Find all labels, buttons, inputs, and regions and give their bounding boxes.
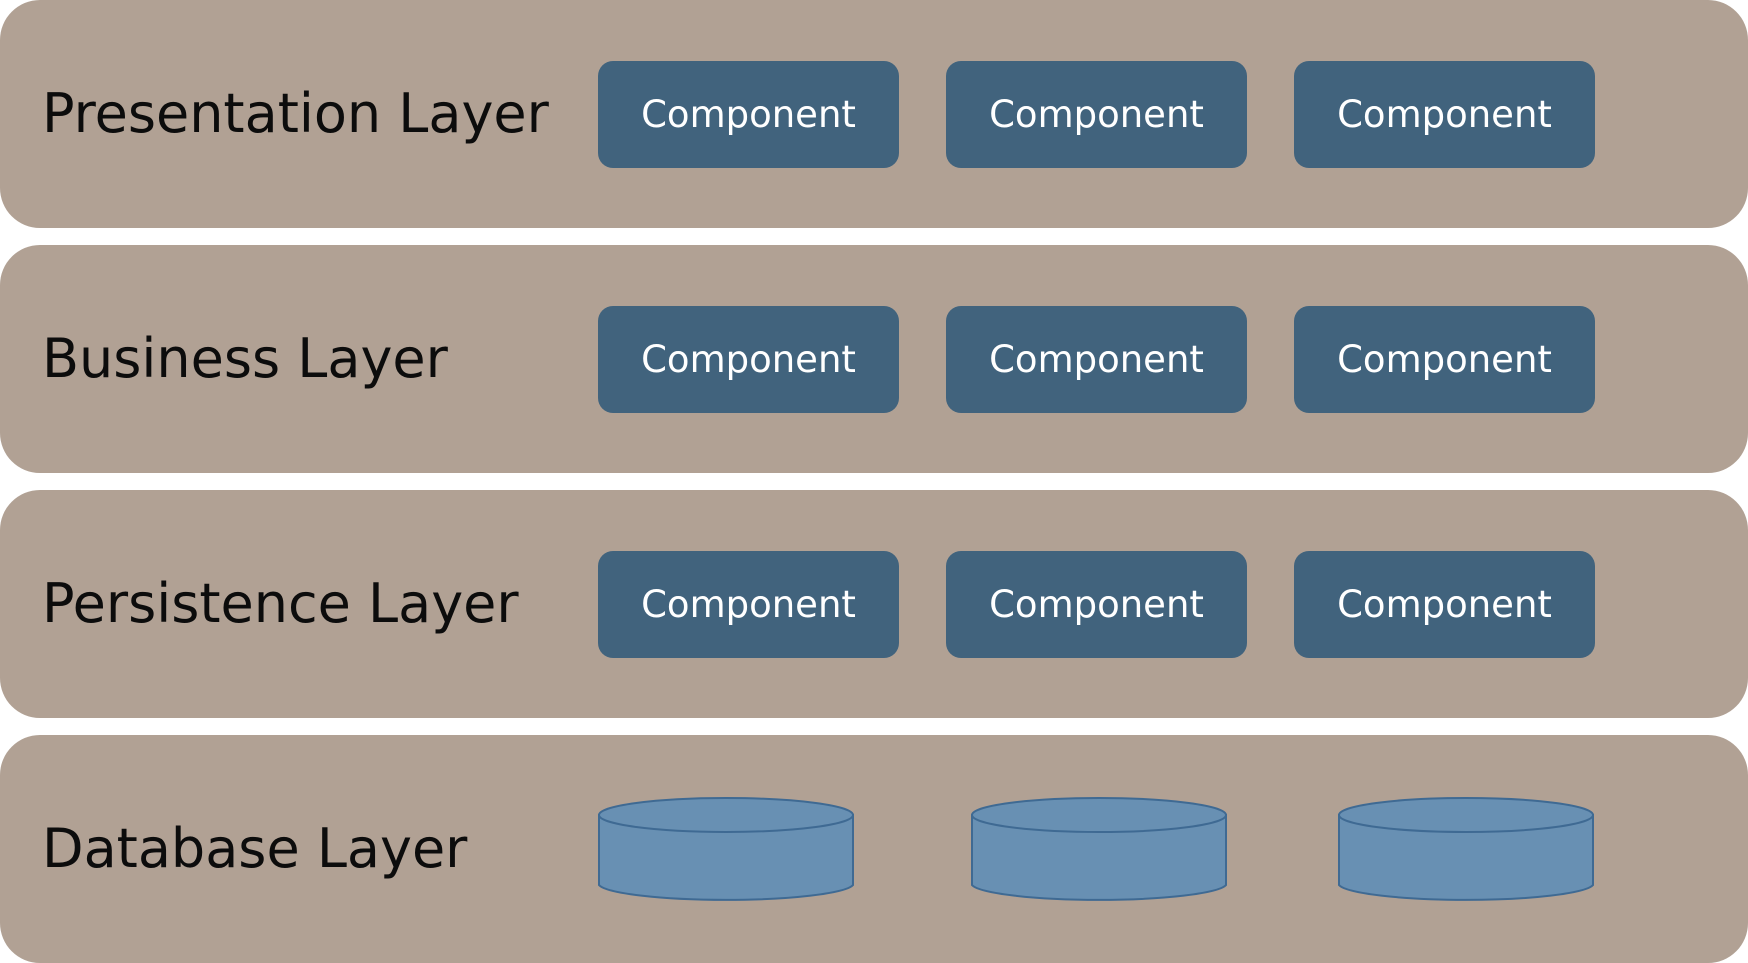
- layer-title: Persistence Layer: [42, 572, 519, 635]
- database-cylinder-icon: [597, 735, 857, 963]
- layer-database: Database Layer: [0, 735, 1748, 963]
- component-box: Component: [1294, 551, 1595, 658]
- database-cylinder-shape: [598, 797, 854, 901]
- component-box: Component: [1294, 306, 1595, 413]
- layer-persistence: Persistence Layer Component Component Co…: [0, 490, 1748, 718]
- database-cylinder-icon: [970, 735, 1230, 963]
- component-box: Component: [598, 306, 899, 413]
- component-box: Component: [598, 551, 899, 658]
- database-cylinder-shape: [1338, 797, 1594, 901]
- layer-title: Business Layer: [42, 327, 448, 390]
- component-box: Component: [946, 61, 1247, 168]
- layer-title: Presentation Layer: [42, 82, 549, 145]
- database-cylinder-icon: [1337, 735, 1597, 963]
- layer-presentation: Presentation Layer Component Component C…: [0, 0, 1748, 228]
- database-cylinder-shape: [971, 797, 1227, 901]
- layer-business: Business Layer Component Component Compo…: [0, 245, 1748, 473]
- component-box: Component: [598, 61, 899, 168]
- component-box: Component: [946, 306, 1247, 413]
- component-box: Component: [946, 551, 1247, 658]
- component-box: Component: [1294, 61, 1595, 168]
- layer-title: Database Layer: [42, 817, 468, 880]
